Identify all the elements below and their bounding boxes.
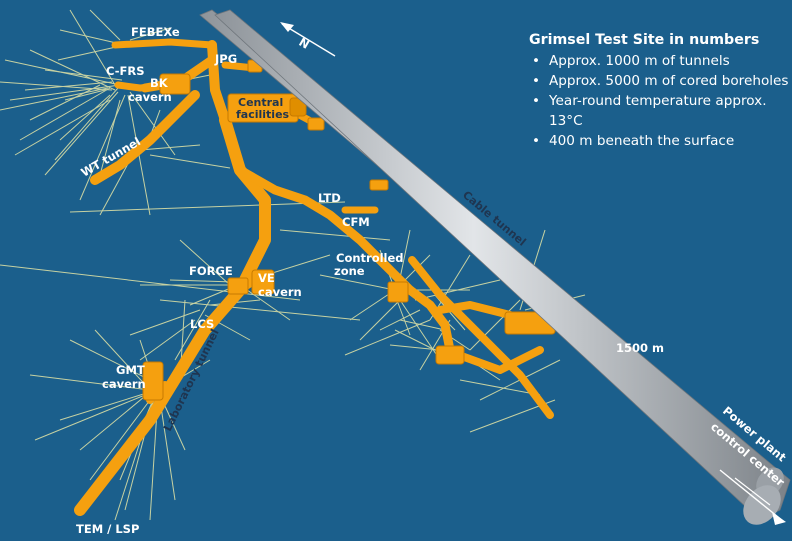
label-ve-cavern: cavern [258, 285, 302, 299]
label-forge: FORGE [189, 264, 233, 278]
label-gmt-cavern: cavern [102, 377, 146, 391]
tube-end-lower [743, 485, 781, 525]
main-access-tube [214, 9, 791, 521]
label-bk-cavern: cavern [128, 90, 172, 104]
info-box: Grimsel Test Site in numbers Approx. 100… [529, 30, 789, 151]
label-controlled: Controlled [336, 251, 404, 265]
ve-cavern-block [251, 269, 275, 295]
label-cfm: CFM [342, 215, 370, 229]
info-item: Year-round temperature approx. 13°C [529, 91, 789, 131]
controlled-zone-block [387, 281, 409, 303]
label-gmt: GMT [116, 363, 145, 377]
info-item: Approx. 1000 m of tunnels [529, 51, 789, 71]
label-tem-lsp: TEM / LSP [76, 522, 139, 536]
label-febexe: FEBEXe [131, 25, 180, 39]
north-symbol: N [297, 35, 312, 52]
label-ve: VE [258, 271, 275, 285]
info-title: Grimsel Test Site in numbers [529, 32, 760, 48]
info-item: 400 m beneath the surface [529, 131, 789, 151]
label-jpg: JPG [214, 52, 237, 66]
power-plant-arrow [719, 469, 784, 522]
label-facilities: facilities [236, 108, 290, 121]
label-central: Central [238, 96, 283, 109]
info-item: Approx. 5000 m of cored boreholes [529, 71, 789, 91]
label-zone: zone [334, 264, 365, 278]
label-lcs: LCS [190, 317, 214, 331]
forge-block [227, 277, 249, 295]
bk-cavern-block [159, 73, 191, 95]
access-tunnels [199, 9, 791, 525]
lower-right-cavern-1 [435, 345, 465, 365]
caverns [142, 59, 556, 401]
label-cfrs: C-FRS [106, 64, 144, 78]
ltd-stub-block [369, 179, 389, 191]
north-arrow: N [280, 22, 336, 57]
label-distance-1500m: 1500 m [616, 341, 664, 355]
label-ltd: LTD [318, 191, 341, 205]
gmt-cavern-block [142, 361, 164, 401]
central-stub-block [307, 117, 325, 131]
info-list: Approx. 1000 m of tunnels Approx. 5000 m… [529, 51, 789, 151]
label-bk: BK [150, 76, 169, 90]
